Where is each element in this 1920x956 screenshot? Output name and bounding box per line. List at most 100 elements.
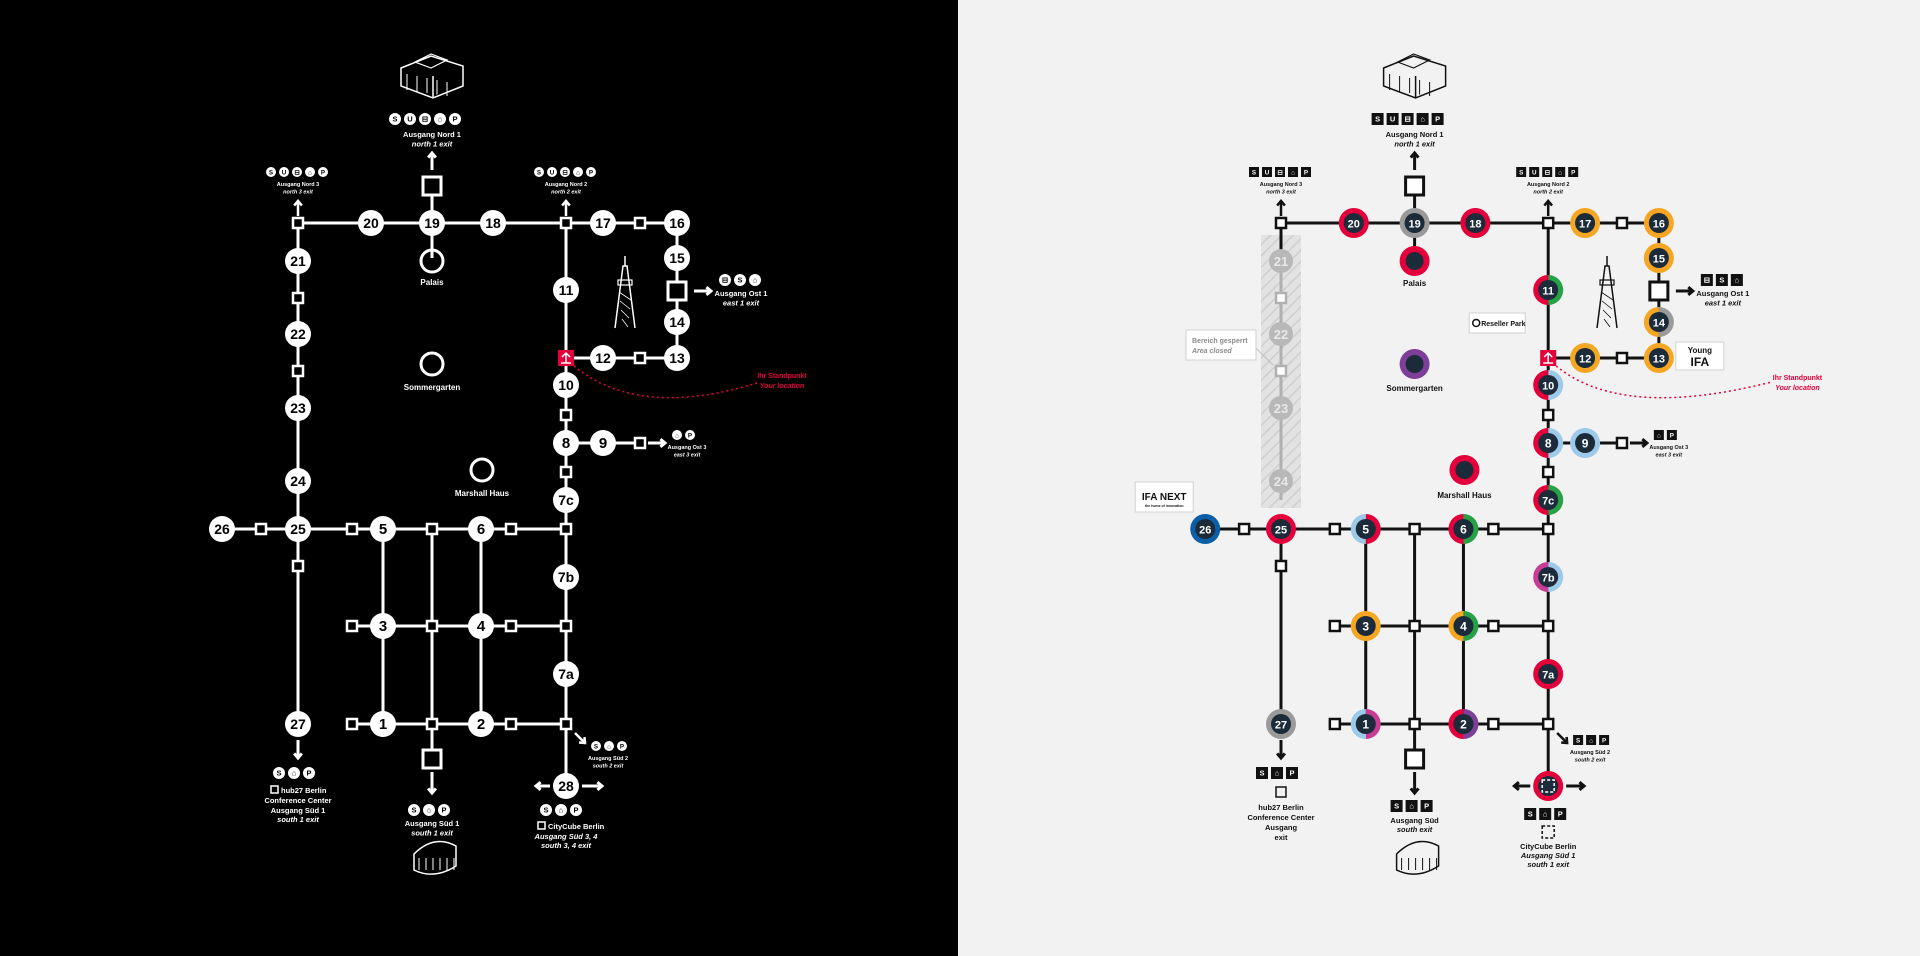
light-hall-18: [1465, 213, 1486, 233]
light-arrow-28-east-head: [1578, 780, 1587, 792]
light-sued2-transport-taxi-icon: [1586, 735, 1597, 745]
dark-nord3-transport-S-glyph: S: [269, 169, 273, 176]
hall-19-label: 19: [424, 215, 440, 231]
light-hall-4-label: 4: [1460, 620, 1467, 634]
light-nord1-transport-bus-icon: [1401, 113, 1414, 125]
light-nord3-transport-P-glyph: P: [1304, 169, 1308, 176]
light-nord1-de: Ausgang Nord 1: [1386, 130, 1444, 139]
hall-8-label: 8: [562, 435, 570, 452]
dark-nord2-transport-S-glyph: S: [537, 169, 541, 176]
light-sued1-left-transport-P: [1286, 767, 1298, 779]
light-hall-13-label: 13: [1653, 354, 1665, 366]
hub27-dark-exit-en: south 1 exit: [277, 815, 319, 824]
light-hall-22-label: 22: [1274, 327, 1288, 342]
light-nord2-transport-S: [1516, 167, 1527, 177]
dark-nord2-de: Ausgang Nord 2: [545, 182, 587, 188]
dark-sued1-left-transport-taxi-icon-glyph: ⌂: [292, 769, 297, 778]
light-hall-9: [1575, 433, 1596, 453]
light-hall-18-label: 18: [1469, 219, 1481, 231]
closed-area-callout: [1185, 329, 1257, 361]
light-nord1-transport-U: [1386, 113, 1399, 125]
dark-ost1-de: Ausgang Ost 1: [715, 289, 768, 298]
arrow-28-west-head: [533, 780, 542, 792]
dark-nord2-transport-bus-icon: [560, 167, 570, 177]
dark-sued2-transport-P: [617, 741, 627, 751]
dark-ost1-en: east 1 exit: [723, 299, 760, 308]
funkturm-dark-lattice: [618, 291, 632, 301]
ifa-next-label: IFA NEXT: [1142, 492, 1187, 503]
hall-23: [285, 395, 311, 421]
hub27-dark-name: hub27 Berlin: [281, 786, 327, 795]
light-hall-5: [1355, 519, 1376, 539]
exit-node-nord1: [421, 175, 443, 197]
light-hall-7a-label: 7a: [1542, 670, 1555, 682]
light-nord3-transport-taxi-icon: [1288, 167, 1298, 177]
light-hall-28: [1538, 776, 1559, 796]
dark-nord3-transport-U-glyph: U: [282, 169, 287, 176]
hall-6-label: 6: [477, 521, 485, 538]
light-hall-26: [1195, 519, 1216, 539]
hall-26-label: 26: [214, 521, 230, 537]
dark-ost3-transport-taxi-icon-glyph: ⌂: [675, 432, 679, 439]
light-nord3-transport-P: [1301, 167, 1311, 177]
hall-28-label: 28: [558, 778, 574, 794]
light-junction-node: [1237, 522, 1251, 536]
light-junction-node: [1328, 619, 1342, 633]
light-hall-28-icon: [1541, 779, 1555, 793]
hall-8: [553, 430, 579, 456]
dark-nord2-en: north 2 exit: [551, 190, 582, 196]
junction-node: [559, 465, 573, 479]
light-arrow-nord2-head: [1543, 199, 1554, 207]
light-location-leader: [1555, 365, 1772, 399]
hall-2-label: 2: [477, 716, 485, 733]
junction-node: [633, 351, 647, 365]
light-sued34-transport-taxi-icon-glyph: ⌂: [1543, 810, 1548, 819]
dark-sued1-left-transport-taxi-icon: [288, 767, 300, 779]
junction-node: [559, 216, 573, 230]
light-sued-mid-en: south exit: [1397, 825, 1433, 834]
light-arrow-nord1-head: [1409, 150, 1420, 159]
light-nord2-transport-U: [1529, 167, 1540, 177]
reseller-label: Reseller Park: [1481, 321, 1525, 328]
light-palais-core: [1405, 252, 1424, 270]
dark-sued1-mid-en: south 1 exit: [411, 829, 453, 838]
light-arrow-sued2-head: [1561, 736, 1569, 745]
hall-27-label: 27: [290, 716, 306, 732]
citycube-dark-exit-en: south 3, 4 exit: [541, 841, 592, 850]
hall-18: [480, 210, 506, 236]
hall-15: [664, 245, 690, 271]
light-hall-1: [1355, 714, 1376, 734]
light-marshall-haus-core: [1455, 461, 1474, 479]
light-nord2-transport-taxi-icon: [1555, 167, 1566, 177]
dark-nord1-transport-taxi-icon-glyph: ⌂: [438, 115, 443, 124]
dark-ost3-de: Ausgang Ost 3: [668, 445, 707, 451]
light-marshall-haus-label: Marshall Haus: [1437, 491, 1492, 500]
young-ifa-callout: [1675, 341, 1725, 371]
light-junction-node: [1541, 619, 1555, 633]
light-ost1-transport-taxi-icon: [1730, 274, 1743, 286]
dark-sued1-mid-transport-S: [408, 804, 420, 816]
light-location-glyph: [1543, 351, 1554, 364]
light-arrow-ost1-head: [1687, 285, 1696, 297]
light-junction-node: [1408, 522, 1421, 536]
icc-building-dark-outline: [400, 55, 464, 99]
dark-sued1-mid-transport-P: [438, 804, 450, 816]
light-ost3-transport-taxi-icon: [1653, 430, 1664, 440]
sommergarten-marker: [419, 351, 445, 377]
light-sued2-transport-S-glyph: S: [1576, 737, 1580, 744]
light-junction-node: [1541, 408, 1555, 422]
dark-location-de: Ihr Standpunkt: [757, 373, 807, 380]
hall-25: [285, 516, 311, 542]
light-hall-6: [1453, 519, 1474, 539]
light-sued2-transport-P-glyph: P: [1602, 737, 1606, 744]
dark-sued1-mid-transport-S-glyph: S: [411, 806, 416, 815]
light-hall-27-label: 27: [1275, 720, 1287, 732]
light-ost3-de: Ausgang Ost 3: [1649, 445, 1688, 451]
junction-node: [425, 619, 439, 633]
light-hall-8: [1538, 433, 1559, 453]
dark-sued34-transport-taxi-icon: [555, 804, 567, 816]
dark-ost1-transport-taxi-icon: [749, 274, 761, 286]
light-nord3-transport-bus-icon: [1275, 167, 1285, 177]
dark-ost3-transport-taxi-icon: [672, 430, 682, 440]
